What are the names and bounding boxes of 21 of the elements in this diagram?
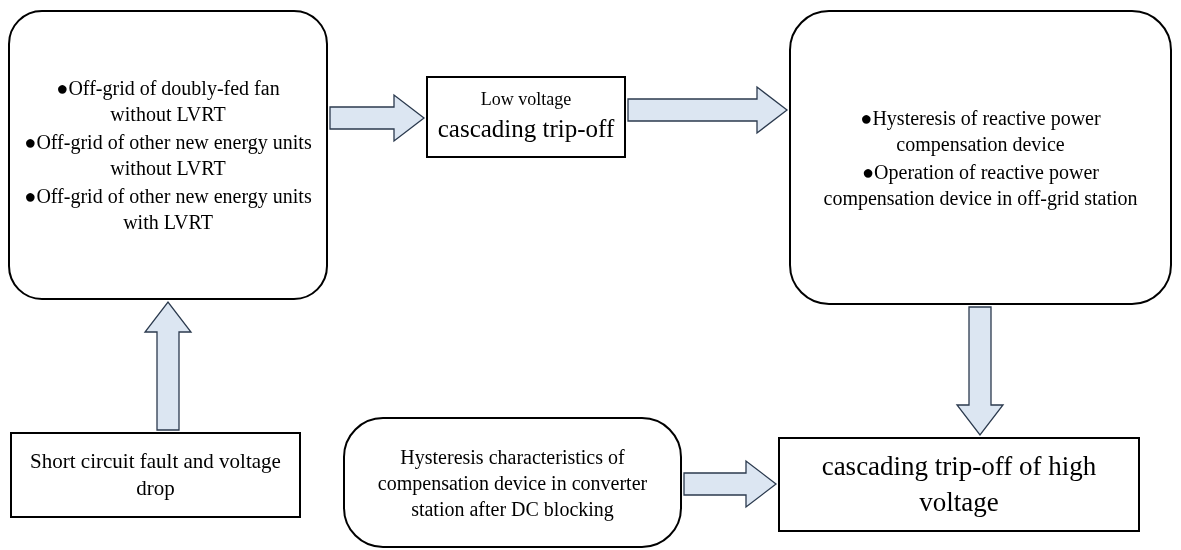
process-box: [778, 437, 1140, 532]
process-box: [426, 76, 626, 158]
block-arrow: [627, 85, 788, 135]
node-text: ●Hysteresis of reactive power compensation device: [859, 105, 1102, 157]
block-arrow: [955, 306, 1005, 436]
node-text: ●Off-grid of other new energy units without LVRT: [24, 130, 312, 181]
rounded-box: [789, 10, 1172, 305]
node-text: cascading trip-off: [437, 114, 615, 145]
block-arrow: [683, 459, 777, 509]
rounded-box: [343, 417, 682, 548]
node-text: ●Operation of reactive power compensation device in off-grid station: [822, 159, 1139, 211]
node-text: ●Off-grid of other new energy units with LVRT: [24, 184, 312, 235]
block-arrow: [329, 93, 425, 143]
node-text: cascading trip-off of high voltage: [820, 450, 1098, 519]
node-text: Hysteresis characteristics of compensation device in converter station after DC blocking: [376, 444, 649, 522]
node-text: Short circuit fault and voltage drop: [29, 447, 282, 502]
process-box: [10, 432, 301, 518]
node-text: Low voltage: [480, 88, 572, 112]
rounded-box: [8, 10, 328, 300]
block-arrow: [143, 301, 193, 431]
node-text: ●Off-grid of doubly-fed fan without LVRT: [55, 76, 281, 127]
